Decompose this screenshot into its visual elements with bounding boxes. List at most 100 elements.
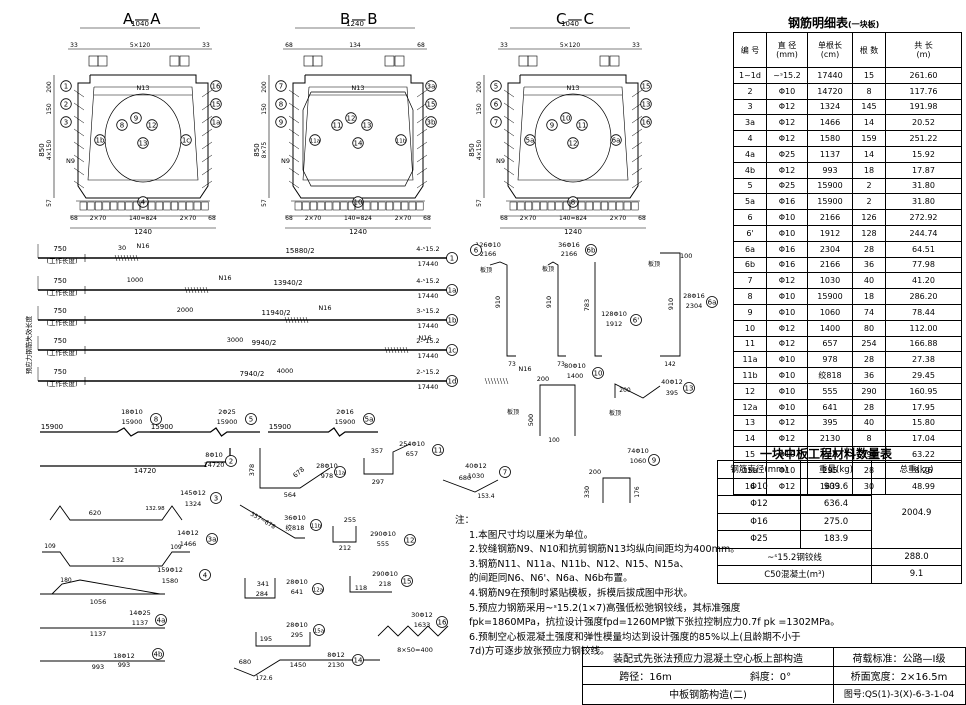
dim-text: 284: [256, 590, 268, 598]
mark-circle: [60, 116, 72, 128]
hatch: [631, 128, 643, 137]
bar-cell: Φ12: [766, 335, 808, 353]
bottom-rebar-box: [79, 201, 87, 211]
bar-cell: 80: [852, 319, 886, 337]
long-bar-length: 15900: [41, 423, 63, 431]
shape-total: 14720: [204, 461, 225, 469]
dim-text: 140=824: [559, 215, 587, 222]
rebar-cage: [517, 86, 629, 181]
mark-circle: [334, 466, 346, 478]
mark-label: 5a: [526, 137, 535, 145]
bar-cell: Φ10: [766, 303, 808, 321]
mark-circle: [275, 80, 287, 92]
section-title-a: A—A: [123, 10, 162, 28]
slab-outline: [292, 74, 424, 199]
shape-total: 2166: [561, 250, 578, 258]
dim-text: 68: [638, 215, 646, 222]
bar-cell: 17.04: [885, 430, 962, 448]
dim-text: 33: [632, 42, 640, 49]
mark-circle: [60, 80, 72, 92]
hatch: [293, 316, 297, 324]
bottom-rebar-box: [155, 201, 163, 211]
bar-cell: 17.95: [885, 398, 962, 416]
bottom-rebar-box: [385, 201, 394, 211]
rebar-shape: [49, 505, 183, 521]
hatch: [288, 141, 300, 150]
hatch: [496, 377, 500, 385]
mark-label: 5a: [365, 416, 374, 424]
bar-cell: 657: [807, 335, 853, 353]
bottom-rebar-box: [163, 201, 171, 211]
bottom-rebar-box: [102, 201, 110, 211]
mark-label: 7: [494, 119, 498, 127]
dim-text: 132.98: [145, 506, 165, 512]
dim-text: 33: [202, 42, 210, 49]
dim-text: 68: [208, 215, 216, 222]
hatch: [135, 254, 139, 262]
slab-outline: [77, 74, 209, 199]
hatch: [299, 316, 303, 324]
hatch: [305, 316, 309, 324]
shape-spec: 80Φ10: [564, 362, 586, 370]
rebar-shape: [259, 448, 331, 489]
mark-label: 5: [494, 83, 498, 91]
bar-cell: 272.92: [885, 209, 962, 226]
hatch: [201, 180, 213, 189]
hatch: [631, 141, 643, 150]
mark-label: 6a: [708, 299, 717, 307]
section-title-c: C—C: [556, 10, 595, 28]
mark-label: 4: [141, 199, 146, 207]
rebar-cage: [302, 86, 414, 181]
bar-cell: 14: [852, 145, 886, 163]
hatch: [631, 167, 643, 176]
tendon-label: N16: [136, 242, 149, 250]
bar-cell: 4b: [733, 161, 767, 179]
dim-text: 357: [371, 447, 383, 455]
bar-cell: 395: [807, 414, 853, 432]
tendon-work-length: 750: [53, 277, 66, 285]
hatch: [503, 102, 515, 111]
dim-text: 5×120: [560, 42, 580, 49]
rebar-long: [40, 427, 180, 437]
bar-cell: Φ10: [766, 82, 808, 100]
tendon-label: N16: [418, 334, 431, 342]
mark-label: 14: [354, 140, 363, 148]
shape-spec: 159Φ12: [157, 566, 183, 574]
bar-cell: 36: [852, 256, 886, 274]
bar-cell: 13: [733, 414, 767, 432]
mat-header-diameter: 钢筋直径(mm): [717, 460, 801, 479]
slab-outline: [507, 74, 639, 199]
bar-cell: 290: [852, 382, 886, 400]
mark-circle: [146, 119, 158, 131]
mark-circle: [490, 116, 502, 128]
shape-total: 1633: [414, 621, 431, 629]
bar-cell: 40: [852, 414, 886, 432]
tendon-label: N16: [218, 274, 231, 282]
rebar-label: N13: [566, 84, 579, 92]
tendon-work-length: 750: [53, 307, 66, 315]
bottom-rebar-box: [393, 201, 401, 211]
dim-text: 564: [284, 491, 296, 499]
bar-cell: 11a: [733, 351, 767, 369]
bar-cell: 6b: [733, 256, 767, 274]
tendon-work-length: 750: [53, 368, 66, 376]
hatch: [73, 154, 85, 163]
mark-label: 16: [212, 83, 221, 91]
bar-cell: 77.98: [885, 256, 962, 274]
bar-cell: Φ16: [766, 256, 808, 274]
bar-cell: 2: [852, 193, 886, 211]
mark-label: 13: [139, 140, 148, 148]
shape-spec: 28Φ16: [683, 292, 705, 300]
bottom-rebar-box: [325, 201, 333, 211]
dim-text: 57: [476, 199, 483, 207]
mark-label: 6a: [612, 137, 621, 145]
dim-text: 150: [46, 103, 53, 115]
dim-text: 910: [494, 296, 502, 308]
mark-label: 11: [578, 122, 587, 130]
dim-text: 142: [664, 361, 676, 368]
mat-cell: Φ10: [717, 477, 801, 496]
